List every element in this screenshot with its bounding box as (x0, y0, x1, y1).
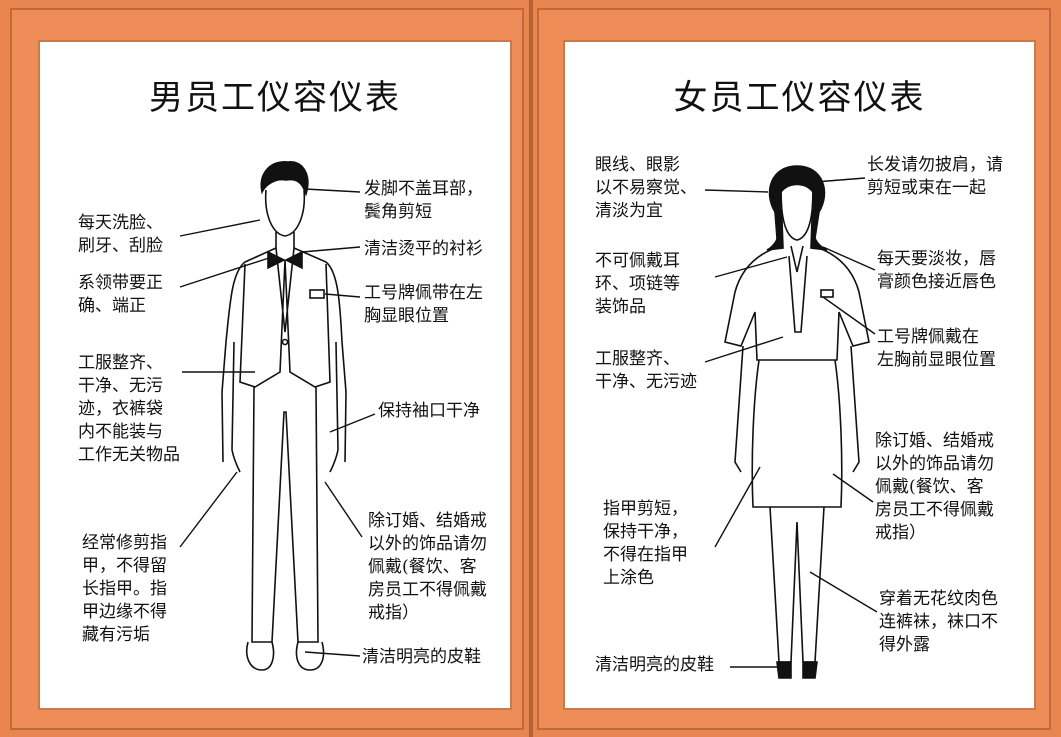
label-female-jewelry: 除订婚、结婚戒 以外的饰品请勿 佩戴(餐饮、客 房员工不得佩戴 戒指） (875, 431, 994, 543)
female-scarf (788, 245, 808, 333)
label-uniform: 工服整齐、 干净、无污 迹，衣裤袋 内不能装与 工作无关物品 (78, 353, 180, 465)
label-cuff: 保持袖口干净 (378, 401, 480, 421)
female-badge (820, 289, 834, 298)
male-badge (309, 289, 325, 299)
male-bow-tie (267, 250, 303, 270)
female-skirt (751, 359, 843, 508)
label-female-hair: 长发请勿披肩，请 剪短或束在一起 (867, 155, 1003, 198)
male-head (264, 189, 306, 237)
label-eyeliner: 眼线、眼影 以不易察觉、 清淡为宜 (595, 155, 697, 221)
label-female-nails: 指甲剪短， 保持干净， 不得在指甲 上涂色 (603, 499, 688, 588)
label-tie: 系领带要正 确、端正 (78, 273, 163, 316)
label-makeup: 每天要淡妆，唇 膏颜色接近唇色 (877, 249, 996, 292)
label-badge: 工号牌佩带在左 胸显眼位置 (364, 283, 483, 326)
male-leader-lines (179, 188, 376, 657)
male-trousers (251, 386, 319, 643)
male-panel-title: 男员工仪容仪表 (149, 78, 401, 118)
label-shirt: 清洁烫平的衬衫 (364, 239, 483, 259)
female-legs (769, 506, 825, 663)
female-hair (766, 165, 828, 251)
label-female-badge: 工号牌佩戴在 左胸前显眼位置 (877, 327, 996, 370)
label-stockings: 穿着无花纹肉色 连裤袜，袜口不 得外露 (879, 589, 998, 655)
male-figure (179, 161, 376, 671)
male-hair (260, 161, 309, 197)
female-panel-title: 女员工仪容仪表 (673, 78, 926, 118)
male-grooming-panel: 男员工仪容仪表 (38, 40, 512, 710)
female-shoes (776, 661, 818, 679)
female-grooming-panel: 女员工仪容仪表 眼线、眼影 以不易察觉、 清淡为宜 (563, 40, 1036, 710)
label-jewelry: 除订婚、结婚戒 以外的饰品请勿 佩戴(餐饮、客 房员工不得佩戴 戒指） (368, 511, 487, 623)
female-leader-lines (704, 177, 878, 668)
panel-divider (529, 0, 533, 737)
male-shoes (246, 641, 325, 671)
label-earrings: 不可佩戴耳 环、项链等 装饰品 (595, 251, 680, 317)
male-jacket (221, 247, 347, 463)
label-female-shoes: 清洁明亮的皮鞋 (595, 655, 714, 675)
female-head (780, 191, 814, 241)
label-shoes: 清洁明亮的皮鞋 (362, 647, 481, 667)
female-blouse (724, 245, 870, 361)
label-hair: 发脚不盖耳部， 鬓角剪短 (364, 179, 483, 222)
label-wash: 每天洗脸、 刷牙、刮脸 (78, 213, 163, 256)
female-figure (704, 165, 878, 679)
label-nails: 经常修剪指 甲，不得留 长指甲。指 甲边缘不得 藏有污垢 (82, 533, 167, 645)
label-female-uniform: 工服整齐、 干净、无污迹 (595, 349, 697, 392)
